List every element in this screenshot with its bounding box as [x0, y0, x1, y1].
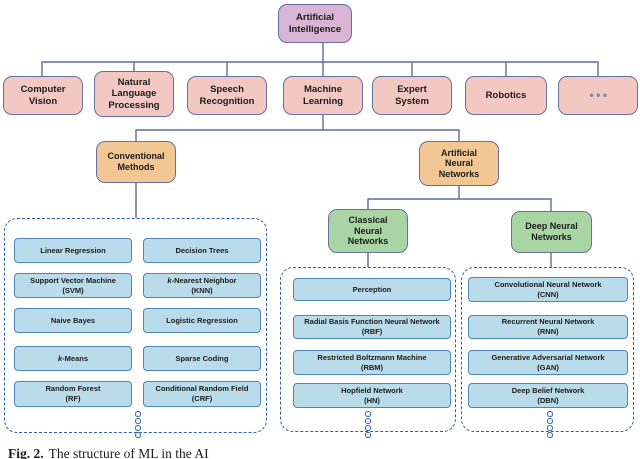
node-decision-trees: Decision Trees: [143, 238, 261, 263]
vertical-ellipsis-icon: [135, 411, 141, 438]
node-more-fields: •••: [558, 76, 638, 115]
node-deep-belief-network: Deep Belief Network (DBN): [468, 383, 628, 408]
node-recurrent-neural-network: Recurrent Neural Network (RNN): [468, 315, 628, 339]
node-k-means: k-Means: [14, 346, 132, 371]
node-artificial-neural-networks: Artificial Neural Networks: [419, 141, 499, 186]
node-hopfield-network: Hopfield Network (HN): [293, 383, 451, 408]
italic-k: k: [167, 275, 172, 285]
node-computer-vision: Computer Vision: [3, 76, 83, 115]
figure-caption-label: Fig. 2.: [8, 446, 44, 459]
node-logistic-regression: Logistic Regression: [143, 308, 261, 333]
node-natural-language-processing: Natural Language Processing: [94, 71, 174, 117]
node-generative-adversarial-network: Generative Adversarial Network (GAN): [468, 350, 628, 375]
node-classical-neural-networks: Classical Neural Networks: [328, 209, 408, 253]
figure-caption-text: The structure of ML in the AI: [48, 446, 209, 459]
figure-caption: Fig. 2. The structure of ML in the AI: [8, 446, 209, 459]
node-artificial-intelligence: Artificial Intelligence: [278, 4, 352, 43]
node-expert-system: Expert System: [372, 76, 452, 115]
vertical-ellipsis-icon: [547, 411, 553, 438]
node-robotics: Robotics: [465, 76, 547, 115]
node-radial-basis-function-network: Radial Basis Function Neural Network (RB…: [293, 315, 451, 339]
node-support-vector-machine: Support Vector Machine (SVM): [14, 273, 132, 298]
more-siblings-icon: •••: [589, 88, 610, 103]
node-perception: Perception: [293, 278, 451, 301]
node-sparse-coding: Sparse Coding: [143, 346, 261, 371]
node-speech-recognition: Speech Recognition: [187, 76, 267, 115]
group-classical-neural-networks: [280, 267, 456, 432]
node-machine-learning: Machine Learning: [283, 76, 363, 115]
node-k-nearest-neighbor: k-Nearest Neighbor (KNN): [143, 273, 261, 298]
node-linear-regression: Linear Regression: [14, 238, 132, 263]
node-restricted-boltzmann-machine: Restricted Boltzmann Machine (RBM): [293, 350, 451, 375]
node-conventional-methods: Conventional Methods: [96, 141, 176, 183]
vertical-ellipsis-icon: [365, 411, 371, 438]
italic-k: k: [57, 353, 63, 363]
node-random-forest: Random Forest (RF): [14, 381, 132, 407]
node-convolutional-neural-network: Convolutional Neural Network (CNN): [468, 277, 628, 302]
node-deep-neural-networks: Deep Neural Networks: [511, 211, 592, 253]
group-deep-neural-networks: [461, 267, 634, 432]
node-conditional-random-field: Conditional Random Field (CRF): [143, 381, 261, 407]
node-naive-bayes: Naive Bayes: [14, 308, 132, 333]
